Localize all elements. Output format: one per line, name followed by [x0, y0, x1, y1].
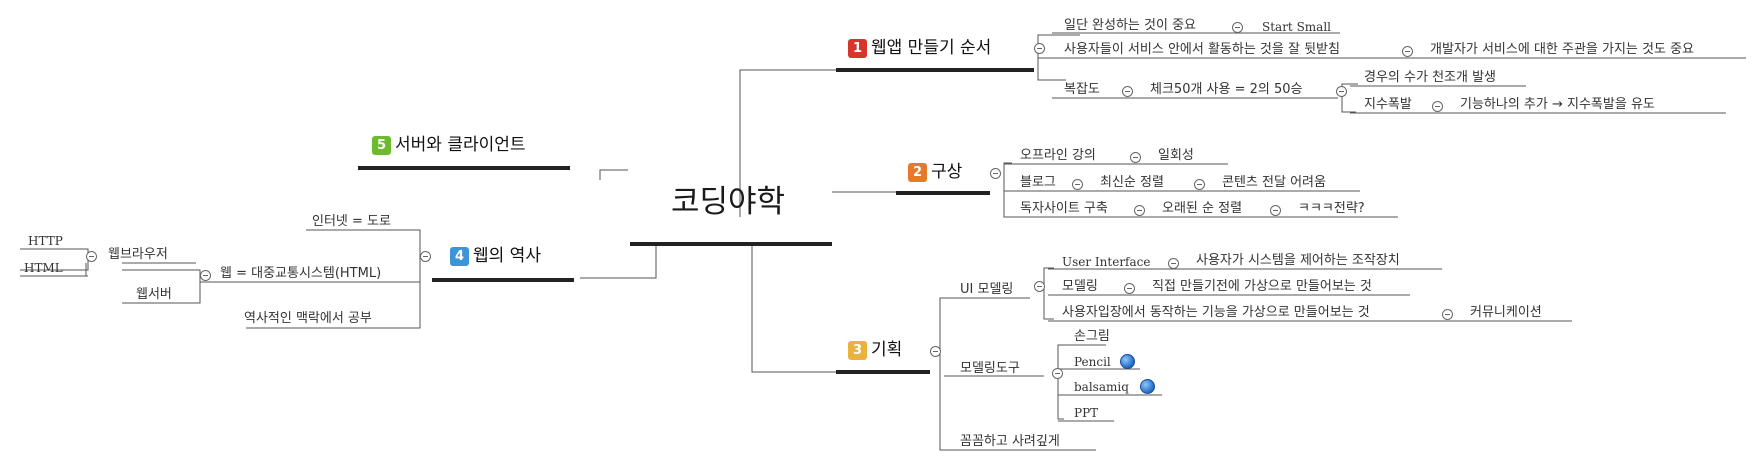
- subtopic-http[interactable]: HTTP: [28, 234, 63, 248]
- collapse-icon[interactable]: [1122, 86, 1133, 97]
- main-topic-5-label: 서버와 클라이언트: [395, 135, 526, 155]
- subtopic-communication[interactable]: 커뮤니케이션: [1470, 305, 1542, 320]
- subtopic-strategy[interactable]: ㅋㅋㅋ전략?: [1298, 201, 1365, 216]
- subtopic-cases[interactable]: 경우의 수가 천조개 발생: [1364, 70, 1496, 85]
- subtopic-web-transit[interactable]: 웹 = 대중교통시스템(HTML): [220, 266, 382, 281]
- globe-link-icon[interactable]: [1140, 379, 1155, 394]
- subtopic-history-context[interactable]: 역사적인 맥락에서 공부: [244, 311, 372, 326]
- main-topic-2-label: 구상: [931, 162, 963, 182]
- main-topic-3-label: 기획: [871, 340, 903, 360]
- collapse-icon[interactable]: [1402, 46, 1413, 57]
- subtopic-internet-road[interactable]: 인터넷 = 도로: [312, 214, 391, 229]
- subtopic-control-device[interactable]: 사용자가 시스템을 제어하는 조작장치: [1196, 253, 1400, 268]
- subtopic-ppt[interactable]: PPT: [1074, 406, 1099, 420]
- subtopic-oldest-sort[interactable]: 오래된 순 정렬: [1162, 201, 1243, 216]
- subtopic-one-time[interactable]: 일회성: [1158, 148, 1194, 163]
- subtopic-developer-opinion[interactable]: 개발자가 서비스에 대한 주관을 가지는 것도 중요: [1430, 42, 1694, 57]
- subtopic-complexity[interactable]: 복잡도: [1064, 82, 1100, 97]
- priority-2-badge: 2: [908, 163, 927, 182]
- collapse-icon[interactable]: [420, 251, 431, 262]
- subtopic-hard-delivery[interactable]: 콘텐츠 전달 어려움: [1222, 175, 1326, 190]
- collapse-icon[interactable]: [1034, 281, 1045, 292]
- subtopic-own-site[interactable]: 독자사이트 구축: [1020, 201, 1108, 216]
- subtopic-balsamiq[interactable]: balsamiq: [1074, 380, 1129, 394]
- subtopic-latest-sort[interactable]: 최신순 정렬: [1100, 175, 1164, 190]
- subtopic-careful[interactable]: 꼼꼼하고 사려깊게: [960, 434, 1060, 449]
- collapse-icon[interactable]: [1034, 43, 1045, 54]
- main-topic-4-label: 웹의 역사: [473, 246, 541, 266]
- priority-1-badge: 1: [848, 39, 867, 58]
- collapse-icon[interactable]: [1232, 22, 1243, 33]
- central-topic[interactable]: 코딩야학: [670, 184, 786, 220]
- collapse-icon[interactable]: [1168, 258, 1179, 269]
- collapse-icon[interactable]: [1432, 101, 1443, 112]
- subtopic-user-perspective[interactable]: 사용자입장에서 동작하는 기능을 가상으로 만들어보는 것: [1062, 305, 1370, 320]
- subtopic-exponential[interactable]: 지수폭발: [1364, 97, 1412, 112]
- collapse-icon[interactable]: [990, 168, 1001, 179]
- subtopic-modeling[interactable]: 모델링: [1062, 279, 1098, 294]
- collapse-icon[interactable]: [1124, 283, 1135, 294]
- subtopic-start-small[interactable]: Start Small: [1262, 20, 1331, 34]
- collapse-icon[interactable]: [930, 346, 941, 357]
- subtopic-one-feature[interactable]: 기능하나의 추가 → 지수폭발을 유도: [1460, 97, 1655, 112]
- collapse-icon[interactable]: [1072, 179, 1083, 190]
- collapse-icon[interactable]: [1134, 205, 1145, 216]
- priority-4-badge: 4: [450, 247, 469, 266]
- subtopic-pencil[interactable]: Pencil: [1074, 355, 1111, 369]
- collapse-icon[interactable]: [1052, 368, 1063, 379]
- subtopic-ui-modeling[interactable]: UI 모델링: [960, 282, 1014, 297]
- collapse-icon[interactable]: [1442, 309, 1453, 320]
- subtopic-blog[interactable]: 블로그: [1020, 175, 1056, 190]
- collapse-icon[interactable]: [1194, 179, 1205, 190]
- subtopic-checkbox-50[interactable]: 체크50개 사용 = 2의 50승: [1150, 82, 1303, 97]
- globe-link-icon[interactable]: [1120, 354, 1135, 369]
- collapse-icon[interactable]: [86, 251, 97, 262]
- subtopic-web-server[interactable]: 웹서버: [136, 287, 172, 302]
- subtopic-modeling-tools[interactable]: 모델링도구: [960, 361, 1020, 376]
- collapse-icon[interactable]: [1270, 205, 1281, 216]
- subtopic-offline-lecture[interactable]: 오프라인 강의: [1020, 148, 1096, 163]
- collapse-icon[interactable]: [1130, 152, 1141, 163]
- subtopic-user-interface[interactable]: User Interface: [1062, 255, 1151, 269]
- subtopic-html[interactable]: HTML: [24, 261, 63, 275]
- collapse-icon[interactable]: [1336, 86, 1347, 97]
- subtopic-virtual-build[interactable]: 직접 만들기전에 가상으로 만들어보는 것: [1152, 279, 1372, 294]
- subtopic-web-browser[interactable]: 웹브라우저: [108, 247, 168, 262]
- priority-5-badge: 5: [372, 136, 391, 155]
- subtopic-hand-drawing[interactable]: 손그림: [1074, 329, 1110, 344]
- priority-3-badge: 3: [848, 341, 867, 360]
- main-topic-1-label: 웹앱 만들기 순서: [871, 38, 992, 58]
- collapse-icon[interactable]: [200, 270, 211, 281]
- subtopic-support-users[interactable]: 사용자들이 서비스 안에서 활동하는 것을 잘 뒷받침: [1064, 42, 1340, 57]
- subtopic-complete-first[interactable]: 일단 완성하는 것이 중요: [1064, 18, 1196, 33]
